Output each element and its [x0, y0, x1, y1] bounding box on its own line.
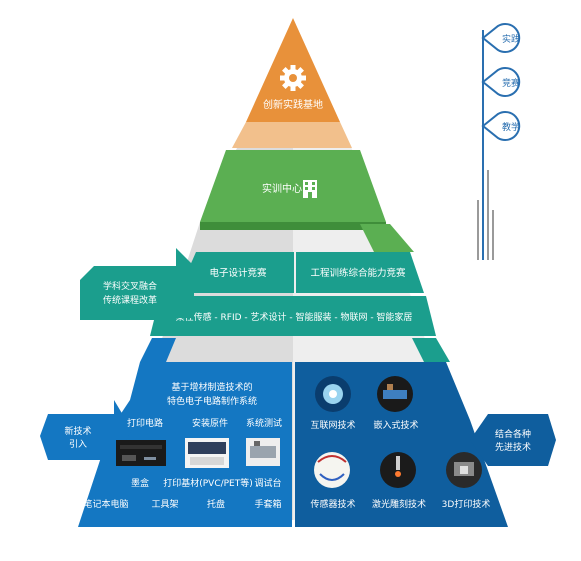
base-left-side-label-box [40, 400, 132, 460]
3d-printing-image [446, 452, 482, 488]
base-left-row3-item: 手套箱 [254, 498, 281, 510]
top-level-label: 创新实践基地 [263, 98, 323, 111]
base-left-row3-item: 托盘 [207, 498, 225, 510]
base-left-title-line1: 基于增材制造技术的 [171, 381, 252, 393]
tech-label: 互联网技术 [310, 419, 355, 431]
level3-right-connector [412, 338, 450, 362]
base-right-side-label-line1: 结合各种 [495, 428, 531, 440]
level2-band [200, 150, 386, 222]
base-right-side-label-line2: 先进技术 [495, 441, 531, 453]
level3-side-label-box [80, 266, 172, 320]
level3-right-block [296, 252, 424, 293]
legend-pin-competition: 竞赛 [481, 67, 521, 97]
tech-label: 嵌入式技术 [373, 419, 418, 431]
level3-right-title: 工程训练综合能力竞赛 [310, 267, 406, 279]
level3-bar-text: 柔性传感 - RFID - 艺术设计 - 智能服装 - 物联网 - 智能家居 [176, 311, 413, 323]
legend-pin-label: 竞赛 [502, 77, 520, 89]
base-left-side-label-line1: 新技术 [64, 425, 91, 437]
level3-left-connector [140, 338, 176, 362]
embedded-tech-image [377, 376, 413, 412]
tech-label: 传感器技术 [310, 498, 355, 510]
base-left-title-line2: 特色电子电路制作系统 [167, 395, 257, 407]
level3-left-title: 电子设计竞赛 [209, 267, 267, 279]
legend-pin-label: 实践 [502, 33, 520, 45]
legend-pin-teaching: 教学 [481, 111, 521, 141]
laser-engraving-image [380, 452, 416, 488]
level3-side-label-line1: 学科交叉融合 [103, 280, 157, 292]
base-left-row3-item: 笔记本电脑 [83, 498, 128, 510]
tech-label: 3D打印技术 [442, 498, 491, 510]
base-left-row1-item: 打印电路 [127, 417, 163, 429]
gear-icon [280, 65, 306, 91]
base-left-row2-item: 调试台 [254, 477, 281, 489]
printer-image [185, 438, 229, 468]
level2-right-connector [360, 224, 414, 252]
sensor-tech-image [314, 452, 350, 488]
base-left-row1-item: 系统测试 [246, 417, 282, 429]
legend-pin-practice: 实践 [481, 23, 521, 53]
level2-label: 实训中心 [262, 182, 302, 195]
building-icon [303, 180, 317, 198]
legend-pin-label: 教学 [502, 121, 520, 133]
base-left-row2-item: 墨盒 [131, 477, 149, 489]
base-left-row3-item: 工具架 [151, 499, 178, 510]
top-level-side [232, 122, 352, 148]
test-platform-image [246, 438, 280, 466]
ink-cartridge-image [116, 440, 166, 466]
iot-tech-image [315, 376, 351, 412]
tech-label: 激光雕刻技术 [372, 498, 426, 510]
base-left-row1-item: 安装原件 [192, 417, 228, 429]
level3-bar [150, 296, 436, 336]
base-left-row2-item: 打印基材(PVC/PET等) [163, 477, 253, 489]
level3-left-block [178, 252, 294, 293]
base-right-side-label-box [470, 414, 556, 466]
level2-side-left [200, 222, 386, 230]
level3-side-label-line2: 传统课程改革 [103, 294, 157, 306]
base-left-side-label-line2: 引入 [69, 439, 87, 450]
